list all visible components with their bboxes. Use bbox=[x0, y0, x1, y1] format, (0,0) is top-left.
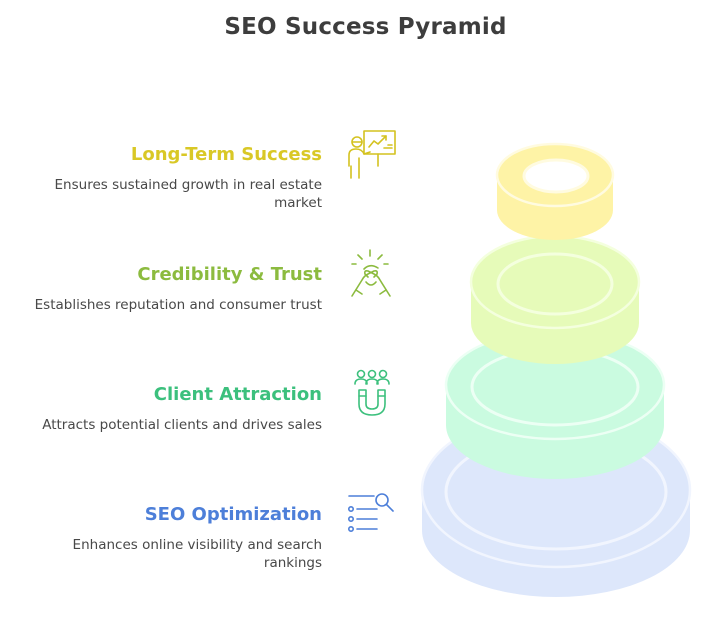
tier-client-attraction: Client Attraction Attracts potential cli… bbox=[22, 383, 322, 434]
handshake-icon bbox=[344, 246, 400, 302]
tier-description: Ensures sustained growth in real estate … bbox=[54, 177, 322, 211]
tier-description: Attracts potential clients and drives sa… bbox=[42, 417, 322, 433]
ring-long-term-success bbox=[495, 142, 615, 240]
people-magnet-icon bbox=[344, 366, 400, 422]
presentation-chart-icon bbox=[344, 126, 400, 182]
tier-credibility-trust: Credibility & Trust Establishes reputati… bbox=[22, 263, 322, 314]
search-list-icon bbox=[344, 486, 400, 542]
tier-title: SEO Optimization bbox=[144, 504, 322, 525]
ring-client-attraction bbox=[444, 329, 666, 479]
tier-seo-optimization: SEO Optimization Enhances online visibil… bbox=[22, 503, 322, 572]
tier-description: Enhances online visibility and search ra… bbox=[72, 537, 322, 571]
tier-title: Client Attraction bbox=[153, 384, 322, 405]
tier-title: Credibility & Trust bbox=[137, 264, 322, 285]
ring-credibility-trust bbox=[469, 234, 641, 364]
page-title: SEO Success Pyramid bbox=[224, 14, 507, 40]
tier-long-term-success: Long-Term Success Ensures sustained grow… bbox=[22, 143, 322, 212]
tier-title: Long-Term Success bbox=[130, 144, 322, 165]
tier-description: Establishes reputation and consumer trus… bbox=[34, 297, 322, 313]
